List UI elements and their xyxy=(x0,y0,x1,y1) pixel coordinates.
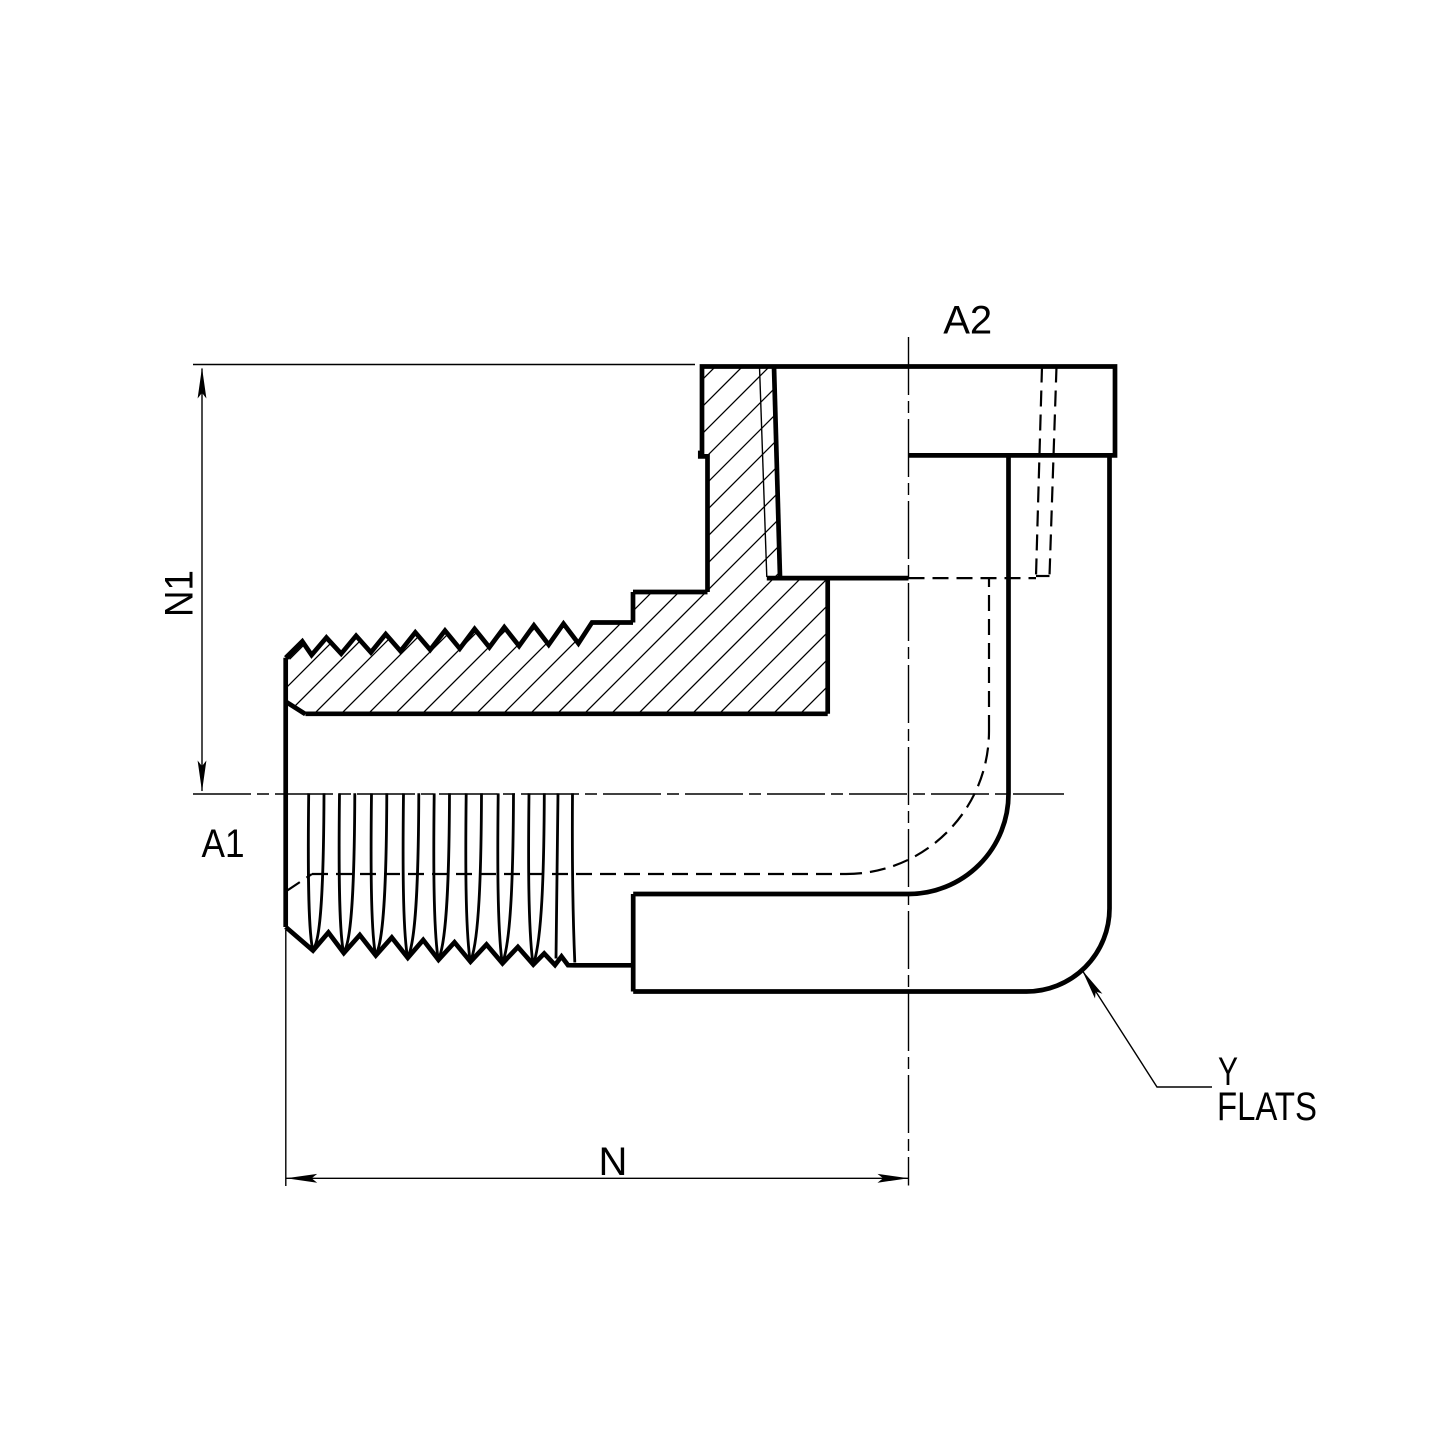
svg-text:A2: A2 xyxy=(943,299,992,343)
svg-text:FLATS: FLATS xyxy=(1217,1085,1317,1129)
svg-text:Y: Y xyxy=(1218,1050,1238,1094)
svg-text:A1: A1 xyxy=(202,822,245,866)
svg-text:N: N xyxy=(599,1140,628,1184)
svg-text:N1: N1 xyxy=(157,570,201,617)
